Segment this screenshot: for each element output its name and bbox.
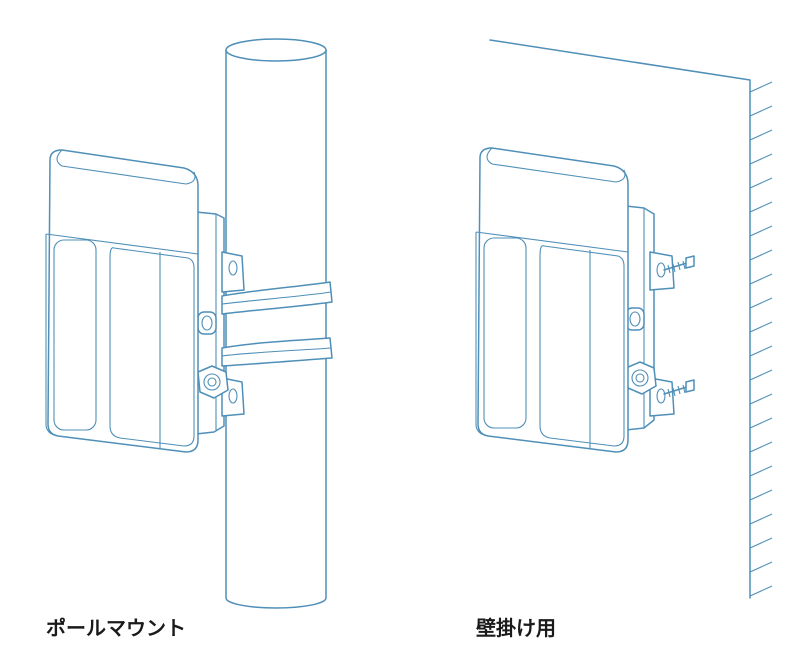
wall-screw-lower	[663, 379, 695, 398]
wall	[489, 39, 773, 599]
wall-mount-illustration	[475, 39, 773, 599]
pole	[225, 38, 327, 609]
wall-device-gland-nut	[625, 361, 657, 395]
wall-screw-upper	[663, 255, 695, 274]
pole-clamp-bands	[221, 281, 333, 367]
pole-mount-caption: ポールマウント	[46, 616, 186, 640]
pole-device-enclosure	[45, 149, 199, 453]
wall-device-enclosure	[475, 147, 629, 453]
pole-mount-illustration	[45, 38, 333, 609]
wall-hatching	[749, 81, 773, 597]
pole-device-knob	[197, 311, 217, 335]
pole-device-gland-nut	[197, 365, 229, 399]
wall-mount-caption: 壁掛け用	[476, 616, 556, 640]
